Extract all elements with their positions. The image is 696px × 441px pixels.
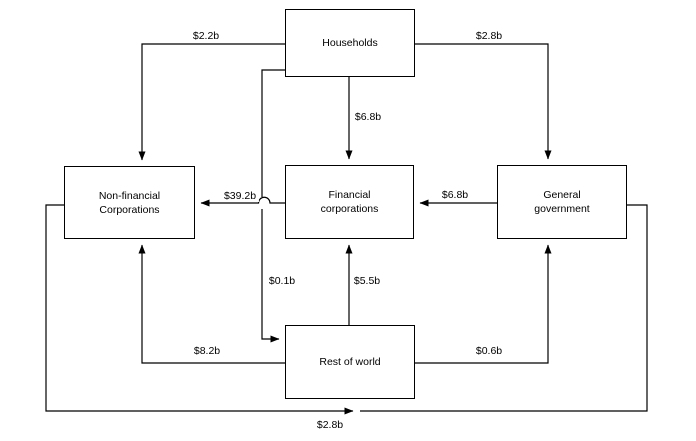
edge-label-households-to-nonfinancial: $2.2b	[189, 30, 223, 42]
edge-restofworld-to-government	[415, 244, 552, 364]
edge-nonfinancial-to-restofworld	[45, 204, 354, 415]
edge-restofworld-to-nonfinancial	[138, 244, 285, 364]
edge-government-return-segment	[360, 204, 648, 412]
node-general-government[interactable]: General government	[497, 165, 627, 239]
edge-households-to-government	[415, 43, 552, 160]
edge-label-households-to-government: $2.8b	[472, 30, 506, 42]
edge-label-nonfinancial-to-restofworld: $2.8b	[313, 419, 347, 431]
node-rest-of-world[interactable]: Rest of world	[285, 325, 415, 399]
node-general-government-label: General government	[534, 189, 590, 215]
edge-financial-to-nonfinancial	[200, 196, 285, 207]
node-nonfinancial-corporations[interactable]: Non-financial Corporations	[64, 166, 195, 239]
node-rest-of-world-label: Rest of world	[319, 356, 381, 368]
edge-label-financial-to-nonfinancial: $39.2b	[220, 190, 260, 202]
edge-label-restofworld-to-government: $0.6b	[472, 345, 506, 357]
edge-label-government-to-financial: $6.8b	[438, 189, 472, 201]
node-households[interactable]: Households	[285, 9, 415, 77]
node-households-label: Households	[322, 37, 378, 49]
edge-label-restofworld-to-financial: $5.5b	[350, 275, 384, 287]
node-financial-corporations[interactable]: Financial corporations	[285, 165, 414, 239]
edge-label-households-to-financial: $6.8b	[351, 111, 385, 123]
edge-households-to-restofworld	[261, 69, 285, 339]
edge-households-to-nonfinancial	[138, 43, 285, 161]
node-financial-corporations-label: Financial corporations	[320, 189, 379, 215]
edge-label-households-to-restofworld: $0.1b	[265, 275, 299, 287]
edge-label-restofworld-to-nonfinancial: $8.2b	[190, 345, 224, 357]
node-nonfinancial-corporations-label: Non-financial Corporations	[98, 189, 161, 216]
